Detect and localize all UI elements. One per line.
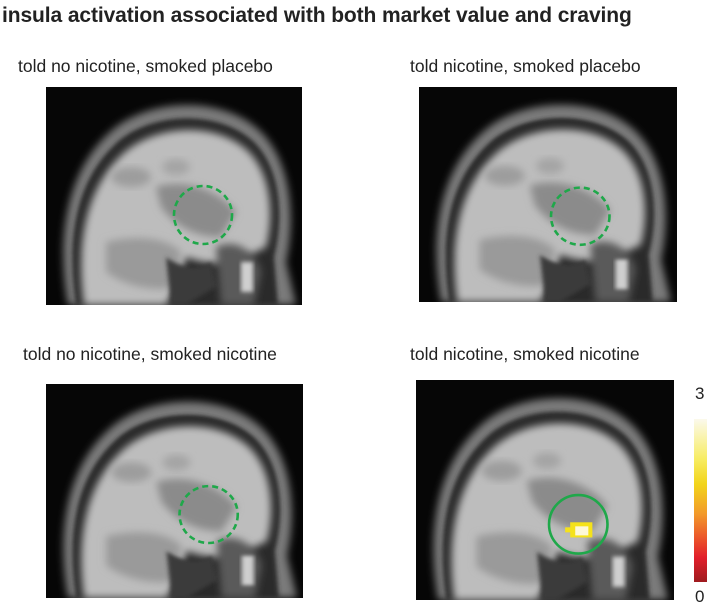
sagittal-brain-image	[419, 87, 677, 302]
activation-blob	[565, 522, 593, 538]
sagittal-brain-image	[46, 384, 303, 598]
brain-slice-panel-2	[419, 87, 677, 302]
colorbar	[694, 419, 707, 582]
brain-slice-panel-4	[416, 380, 674, 600]
sagittal-brain-image	[46, 87, 302, 305]
panel-label-told-smoked-placebo: told nicotine, smoked placebo	[410, 56, 641, 76]
panel-label-told-smoked-nicotine: told nicotine, smoked nicotine	[410, 344, 640, 364]
sagittal-brain-image	[416, 380, 674, 600]
brain-slice-panel-3	[46, 384, 303, 598]
insula-roi-solid-circle	[547, 493, 609, 555]
insula-roi-dashed-circle	[549, 186, 611, 247]
insula-roi-dashed-circle	[178, 484, 240, 545]
colorbar-max-label: 3	[695, 384, 705, 403]
panel-label-told-no-smoked-nicotine: told no nicotine, smoked nicotine	[23, 344, 277, 364]
figure-title: insula activation associated with both m…	[2, 4, 632, 27]
insula-roi-dashed-circle	[172, 184, 234, 246]
brain-slice-panel-1	[46, 87, 302, 305]
colorbar-min-label: 0	[695, 587, 705, 606]
panel-label-told-no-smoked-placebo: told no nicotine, smoked placebo	[18, 56, 273, 76]
